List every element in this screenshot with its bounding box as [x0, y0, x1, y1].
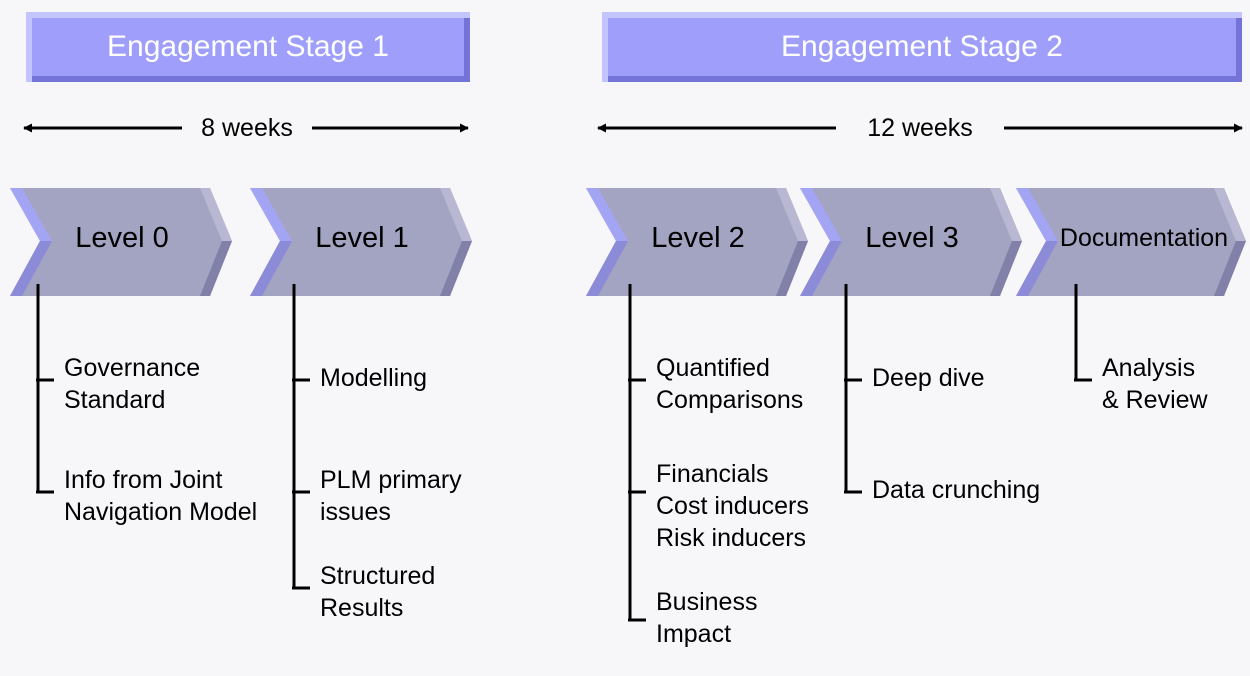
stage-banner-2: Engagement Stage 2	[602, 12, 1242, 82]
connector-level-1	[292, 284, 310, 590]
list-item: Analysis & Review	[1102, 354, 1208, 414]
connector-level-0	[36, 284, 54, 494]
chevron-documentation	[1016, 188, 1246, 296]
list-item: Governance Standard	[64, 354, 201, 414]
level-label-documentation: Documentation	[1059, 223, 1229, 252]
level-label-0: Level 0	[75, 221, 169, 254]
list-item: Data crunching	[872, 476, 1041, 504]
chevron-level-0	[10, 188, 232, 296]
stage-title-2: Engagement Stage 2	[781, 30, 1063, 63]
list-item: Deep dive	[872, 364, 985, 392]
stage-banner-1: Engagement Stage 1	[26, 12, 470, 82]
level-label-2: Level 2	[651, 221, 745, 254]
list-item: Financials Cost inducers Risk inducers	[656, 460, 809, 552]
level-label-1: Level 1	[315, 221, 409, 254]
connector-documentation	[1074, 284, 1092, 382]
list-item: Structured Results	[320, 562, 436, 622]
chevron-level-1	[250, 188, 472, 296]
list-item: Info from Joint Navigation Model	[64, 466, 258, 526]
duration-label-stage-1: 8 weeks	[182, 112, 312, 144]
level-label-3: Level 3	[865, 221, 959, 254]
list-item: Business Impact	[656, 588, 758, 648]
chevron-level-3	[800, 188, 1022, 296]
connector-level-2	[628, 284, 646, 622]
list-item: PLM primary issues	[320, 466, 462, 526]
connector-level-3	[844, 284, 862, 494]
stage-title-1: Engagement Stage 1	[107, 30, 389, 63]
list-item: Quantified Comparisons	[656, 354, 804, 414]
chevron-level-2	[586, 188, 808, 296]
list-item: Modelling	[320, 364, 428, 392]
duration-label-stage-2: 12 weeks	[836, 112, 1004, 144]
